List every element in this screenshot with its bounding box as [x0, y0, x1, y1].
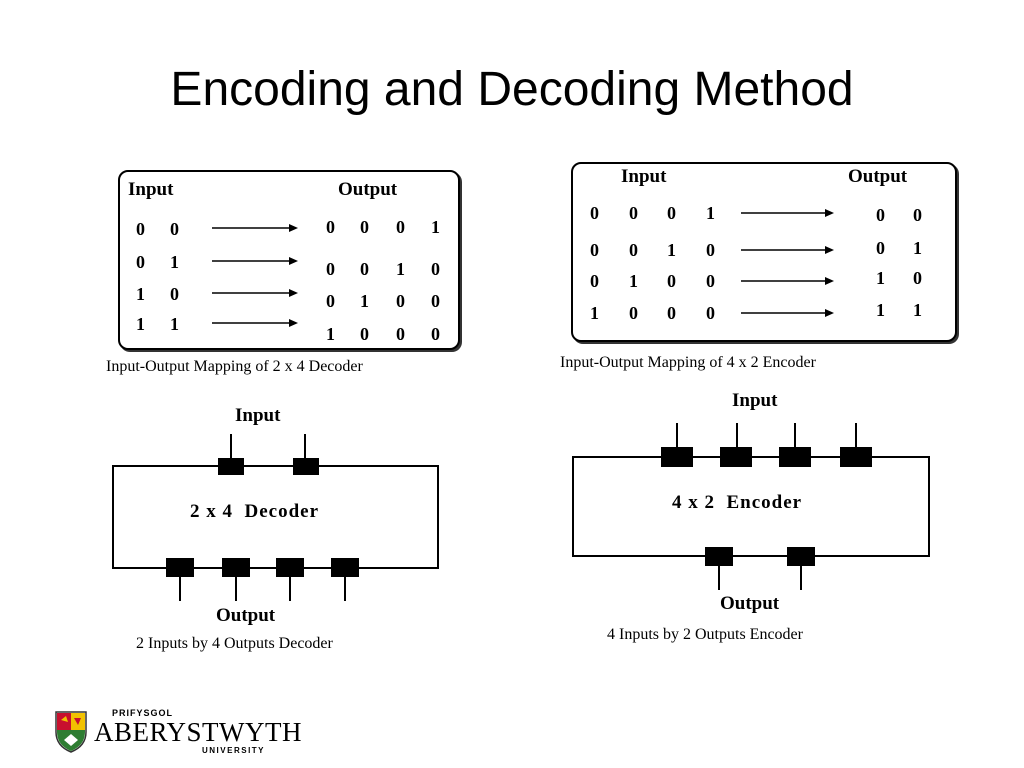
- decoder-input-bit: 1: [170, 252, 179, 272]
- encoder-block-name: 4 x 2 Encoder: [672, 492, 803, 513]
- encoder-input-bit: 0: [667, 271, 676, 291]
- encoder-mapping-caption: Input-Output Mapping of 4 x 2 Encoder: [560, 354, 816, 371]
- decoder-output-header: Output: [338, 179, 398, 200]
- encoder-input-bit: 0: [706, 240, 715, 260]
- decoder-mapping-arrow: [212, 224, 298, 232]
- encoder-block-input-label: Input: [732, 390, 778, 411]
- encoder-input-bit: 1: [667, 240, 676, 260]
- decoder-output-bit: 0: [431, 324, 440, 344]
- encoder-input-bit: 0: [590, 271, 599, 291]
- encoder-output-bit: 0: [913, 268, 922, 288]
- university-logo: PRIFYSGOL ABERYSTWYTH UNIVERSITY: [54, 706, 302, 758]
- decoder-input-bit: 1: [136, 314, 145, 334]
- encoder-output-bit: 0: [876, 238, 885, 258]
- decoder-block-body: [112, 465, 439, 569]
- encoder-input-bit: 1: [629, 271, 638, 291]
- decoder-input-pad-1: [218, 458, 244, 475]
- decoder-mapping-arrow: [212, 257, 298, 265]
- decoder-output-bit: 0: [396, 291, 405, 311]
- encoder-output-pad-1: [705, 547, 733, 566]
- encoder-input-bit: 0: [667, 303, 676, 323]
- encoder-input-bit: 0: [629, 240, 638, 260]
- decoder-mapping-caption: Input-Output Mapping of 2 x 4 Decoder: [106, 358, 363, 375]
- encoder-input-header: Input: [621, 166, 667, 187]
- decoder-output-bit: 0: [396, 324, 405, 344]
- decoder-output-bit: 1: [396, 259, 405, 279]
- encoder-mapping-arrow: [741, 246, 834, 254]
- encoder-input-pad-2: [720, 447, 752, 467]
- decoder-output-bit: 0: [326, 217, 335, 237]
- encoder-mapping-arrow: [741, 277, 834, 285]
- encoder-input-bit: 0: [590, 203, 599, 223]
- encoder-input-bit: 0: [629, 303, 638, 323]
- encoder-input-bit: 0: [667, 203, 676, 223]
- encoder-mapping-arrow: [741, 209, 834, 217]
- decoder-input-bit: 1: [136, 284, 145, 304]
- encoder-output-bit: 1: [913, 238, 922, 258]
- decoder-output-pad-3: [276, 558, 304, 577]
- encoder-output-bit: 1: [913, 300, 922, 320]
- decoder-mapping-arrow: [212, 289, 298, 297]
- encoder-output-header: Output: [848, 166, 908, 187]
- decoder-mapping-arrow: [212, 319, 298, 327]
- decoder-output-bit: 0: [396, 217, 405, 237]
- decoder-output-bit: 1: [360, 291, 369, 311]
- encoder-block-caption: 4 Inputs by 2 Outputs Encoder: [607, 626, 803, 643]
- encoder-input-bit: 0: [706, 271, 715, 291]
- logo-suffix: UNIVERSITY: [202, 746, 266, 755]
- decoder-output-pad-1: [166, 558, 194, 577]
- decoder-block-caption: 2 Inputs by 4 Outputs Decoder: [136, 635, 333, 652]
- decoder-output-bit: 0: [431, 259, 440, 279]
- decoder-block-output-label: Output: [216, 605, 276, 626]
- encoder-input-bit: 1: [590, 303, 599, 323]
- decoder-output-pad-2: [222, 558, 250, 577]
- encoder-output-bit: 1: [876, 268, 885, 288]
- decoder-input-header: Input: [128, 179, 174, 200]
- decoder-output-bit: 0: [360, 324, 369, 344]
- encoder-mapping-box: [571, 162, 957, 342]
- decoder-block-input-label: Input: [235, 405, 281, 426]
- decoder-input-pad-2: [293, 458, 319, 475]
- decoder-output-bit: 0: [431, 291, 440, 311]
- shield-icon: [55, 711, 87, 753]
- encoder-input-bit: 0: [706, 303, 715, 323]
- decoder-input-bit: 0: [136, 252, 145, 272]
- encoder-input-pad-1: [661, 447, 693, 467]
- decoder-output-pad-4: [331, 558, 359, 577]
- encoder-output-bit: 1: [876, 300, 885, 320]
- decoder-input-bit: 1: [170, 314, 179, 334]
- slide-title: Encoding and Decoding Method: [170, 63, 854, 116]
- encoder-output-bit: 0: [913, 205, 922, 225]
- encoder-input-bit: 1: [706, 203, 715, 223]
- encoder-output-pad-2: [787, 547, 815, 566]
- decoder-input-bit: 0: [170, 219, 179, 239]
- encoder-input-bit: 0: [629, 203, 638, 223]
- decoder-input-bit: 0: [136, 219, 145, 239]
- encoder-block-output-label: Output: [720, 593, 780, 614]
- decoder-output-bit: 0: [326, 259, 335, 279]
- encoder-mapping-arrow: [741, 309, 834, 317]
- decoder-output-bit: 1: [326, 324, 335, 344]
- decoder-block-name: 2 x 4 Decoder: [190, 501, 320, 522]
- decoder-input-bit: 0: [170, 284, 179, 304]
- decoder-output-bit: 0: [360, 217, 369, 237]
- encoder-input-bit: 0: [590, 240, 599, 260]
- decoder-output-bit: 0: [360, 259, 369, 279]
- encoder-input-pad-3: [779, 447, 811, 467]
- logo-prefix: PRIFYSGOL: [112, 708, 174, 718]
- decoder-output-bit: 0: [326, 291, 335, 311]
- encoder-output-bit: 0: [876, 205, 885, 225]
- encoder-input-pad-4: [840, 447, 872, 467]
- decoder-output-bit: 1: [431, 217, 440, 237]
- logo-name: ABERYSTWYTH: [94, 717, 302, 747]
